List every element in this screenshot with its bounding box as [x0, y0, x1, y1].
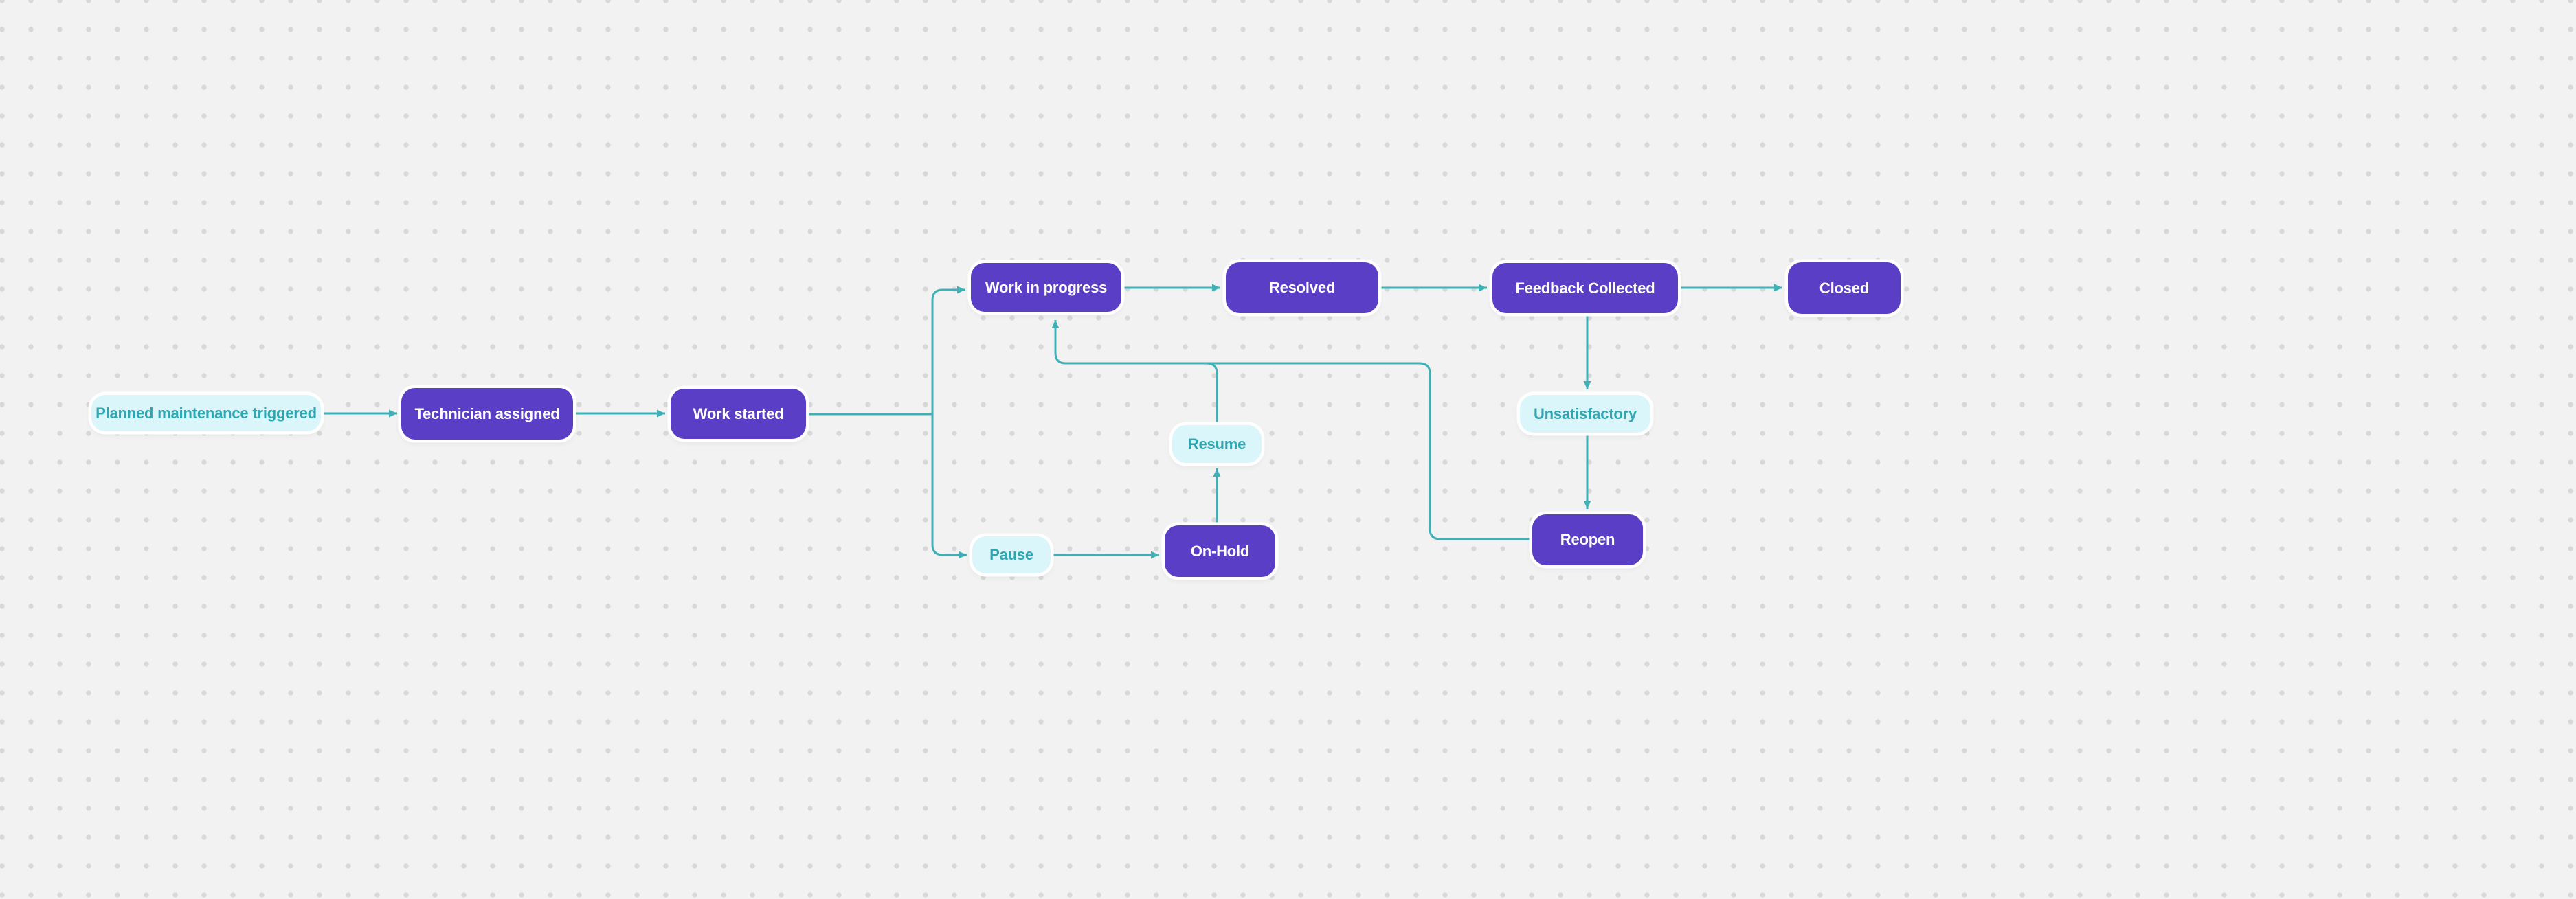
- node-label: On-Hold: [1190, 542, 1250, 560]
- node-technician-assigned[interactable]: Technician assigned: [401, 388, 573, 440]
- node-label: Resolved: [1268, 279, 1336, 296]
- edge-group: [321, 284, 1782, 559]
- node-resolved[interactable]: Resolved: [1226, 262, 1378, 313]
- node-reopen[interactable]: Reopen: [1532, 514, 1643, 565]
- edge-split-to-work-in-progress: [931, 286, 965, 414]
- edge-split-to-pause: [931, 414, 967, 559]
- node-closed[interactable]: Closed: [1788, 262, 1901, 314]
- node-label: Closed: [1819, 279, 1870, 297]
- node-planned-maintenance[interactable]: Planned maintenance triggered: [91, 395, 321, 431]
- node-label: Pause: [989, 546, 1033, 563]
- node-label: Unsatisfactory: [1533, 405, 1637, 422]
- node-label: Resume: [1187, 435, 1246, 453]
- node-feedback-collected[interactable]: Feedback Collected: [1492, 263, 1678, 313]
- node-label: Work started: [693, 405, 784, 422]
- node-unsatisfactory[interactable]: Unsatisfactory: [1520, 395, 1650, 433]
- edge-reopen-to-work-in-progress: [1051, 320, 1532, 540]
- node-pause[interactable]: Pause: [972, 536, 1051, 573]
- node-label: Feedback Collected: [1515, 279, 1655, 297]
- node-on-hold[interactable]: On-Hold: [1165, 525, 1275, 577]
- node-work-started[interactable]: Work started: [671, 389, 806, 439]
- node-label: Planned maintenance triggered: [96, 404, 317, 422]
- node-work-in-progress[interactable]: Work in progress: [971, 263, 1121, 312]
- node-label: Technician assigned: [414, 405, 560, 422]
- node-label: Reopen: [1560, 531, 1615, 548]
- node-label: Work in progress: [985, 278, 1108, 296]
- node-resume[interactable]: Resume: [1172, 425, 1262, 463]
